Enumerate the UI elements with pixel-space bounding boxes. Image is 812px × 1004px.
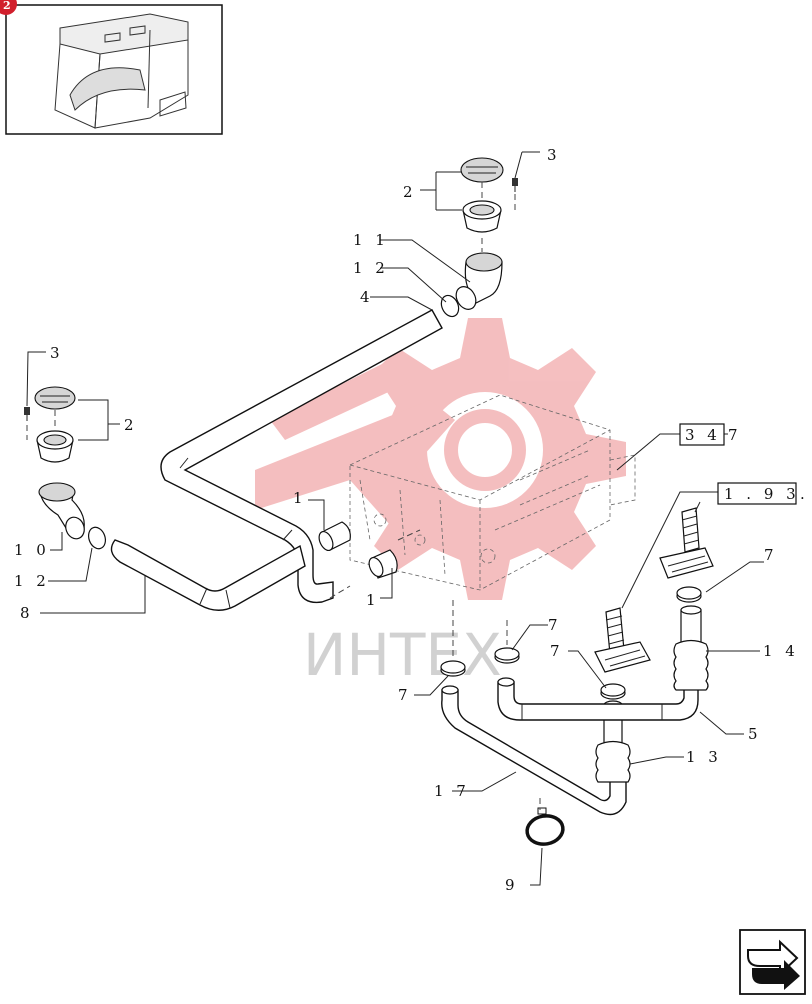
clamp-7-d[interactable] <box>676 586 702 603</box>
label-8: 8 <box>20 604 34 622</box>
sleeve-1-upper[interactable] <box>316 521 351 553</box>
clamp-7-b[interactable] <box>494 647 520 664</box>
clamp-7-c[interactable] <box>600 683 626 700</box>
duct-4[interactable] <box>160 309 443 604</box>
next-page-arrow-icon[interactable] <box>739 929 806 995</box>
label-2-left: 2 <box>124 416 138 434</box>
label-17: 1 7 <box>434 782 470 800</box>
label-3-left: 3 <box>50 344 64 362</box>
top-clamp-12[interactable] <box>438 293 462 320</box>
label-12-top: 1 2 <box>353 259 389 277</box>
svg-text:1 . 9 3: 1 . 9 3 <box>724 485 800 503</box>
label-10: 1 0 <box>14 541 50 559</box>
label-5: 5 <box>748 725 762 743</box>
label-4: 4 <box>360 288 374 306</box>
label-9: 9 <box>505 876 519 894</box>
label-2-top: 2 <box>403 183 417 201</box>
label-11-top: 1 1 <box>353 231 389 249</box>
ac-unit-block <box>349 394 636 591</box>
left-vent-grille[interactable] <box>34 386 76 410</box>
svg-text:7: 7 <box>728 426 742 444</box>
watermark-text: ИНТЕХ <box>303 621 502 689</box>
hose-clamp-9[interactable] <box>525 807 565 847</box>
svg-text:2: 2 <box>3 0 11 12</box>
watermark-gear-logo <box>255 318 626 600</box>
left-elbow-10[interactable] <box>38 482 87 541</box>
bellows-14[interactable] <box>673 605 709 691</box>
label-13: 1 3 <box>686 748 722 766</box>
label-7-a: 7 <box>398 686 412 704</box>
label-7-c: 7 <box>550 642 564 660</box>
pipe-5[interactable] <box>497 677 699 721</box>
label-7-b: 7 <box>548 616 562 634</box>
label-7-d: 7 <box>764 546 778 564</box>
label-1-upper: 1 <box>293 489 307 507</box>
label-3-top: 3 <box>547 146 561 164</box>
top-screw[interactable] <box>512 178 518 192</box>
clamp-7-a[interactable] <box>440 660 466 677</box>
left-screw[interactable] <box>24 407 30 421</box>
drain-valve-right[interactable] <box>659 507 714 579</box>
svg-text:3 4: 3 4 <box>685 426 721 444</box>
ref-box-193[interactable]: 1 . 9 3 . <box>717 482 809 505</box>
label-14: 1 4 <box>763 642 799 660</box>
top-elbow-11[interactable] <box>452 252 503 313</box>
label-12-left: 1 2 <box>14 572 50 590</box>
cab-thumbnail[interactable] <box>5 4 223 135</box>
left-clamp-12[interactable] <box>86 525 109 551</box>
svg-text:.: . <box>800 485 809 503</box>
pipe-17[interactable] <box>441 685 627 816</box>
duct-8[interactable] <box>110 539 306 611</box>
left-vent-housing[interactable] <box>36 430 74 463</box>
top-vent-grille[interactable] <box>460 157 504 183</box>
drain-valve-left[interactable] <box>594 607 651 673</box>
ref-box-347[interactable]: 3 4 7 <box>679 423 742 446</box>
sleeve-1-lower[interactable] <box>366 549 398 579</box>
top-vent-housing[interactable] <box>462 200 502 233</box>
label-1-lower: 1 <box>366 591 380 609</box>
corner-badge: 2 <box>0 0 17 15</box>
